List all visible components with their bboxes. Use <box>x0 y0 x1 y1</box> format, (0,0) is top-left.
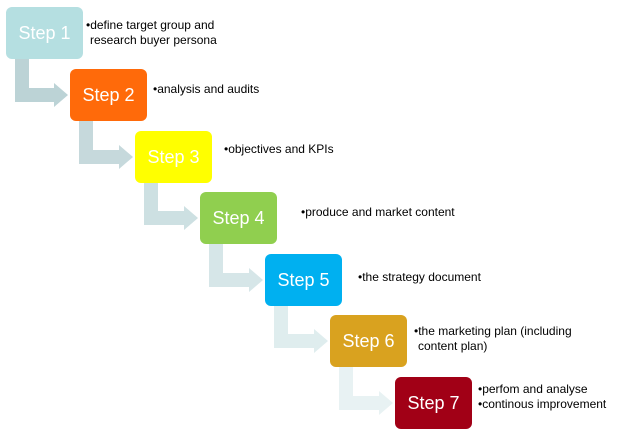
step-description-2: •analysis and audits <box>153 82 259 97</box>
step-label: Step 6 <box>342 330 395 351</box>
step-description-line: •continous improvement <box>478 397 607 411</box>
step-description-line: •define target group and <box>86 18 215 32</box>
step-description-line: •analysis and audits <box>153 82 260 96</box>
connector-arrow-2 <box>79 121 133 169</box>
step-description-line: •produce and market content <box>301 205 455 219</box>
step-label: Step 3 <box>147 146 200 167</box>
connector-arrow-4 <box>209 244 263 292</box>
step-description-line: research buyer persona <box>90 33 217 47</box>
step-label: Step 5 <box>277 269 330 290</box>
connector-arrow-5 <box>274 306 328 353</box>
step-description-line: •the strategy document <box>358 270 481 284</box>
step-description-line: content plan) <box>418 339 488 353</box>
step-description-3: •objectives and KPIs <box>224 142 334 157</box>
step-description-4: •produce and market content <box>301 205 455 220</box>
step-description-line: •the marketing plan (including <box>414 324 572 338</box>
step-box-1: Step 1 <box>6 7 83 59</box>
step-description-5: •the strategy document <box>358 270 481 285</box>
connector-arrow-6 <box>339 367 393 415</box>
step-label: Step 2 <box>82 84 135 105</box>
step-description-line: •perfom and analyse <box>478 382 588 396</box>
step-box-2: Step 2 <box>70 69 147 121</box>
step-box-6: Step 6 <box>330 315 407 367</box>
step-box-4: Step 4 <box>200 192 277 244</box>
connector-arrow-3 <box>144 183 198 230</box>
connector-arrow-1 <box>15 59 68 107</box>
step-label: Step 7 <box>407 392 460 413</box>
step-box-5: Step 5 <box>265 254 342 306</box>
step-box-7: Step 7 <box>395 377 472 429</box>
step-label: Step 4 <box>212 207 265 228</box>
step-description-7: •perfom and analyse•continous improvemen… <box>478 382 606 412</box>
step-description-line: •objectives and KPIs <box>224 142 334 156</box>
step-box-3: Step 3 <box>135 131 212 183</box>
step-label: Step 1 <box>18 22 71 43</box>
